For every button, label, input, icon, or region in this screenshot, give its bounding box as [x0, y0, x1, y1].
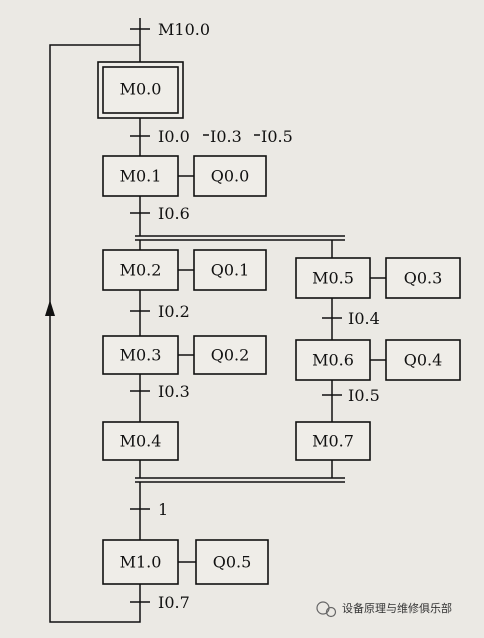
step-label: M0.2	[120, 261, 162, 280]
transition-label-5: I0.4	[348, 309, 380, 328]
step-m0-4: M0.4	[102, 421, 179, 461]
step-label: M0.4	[120, 432, 162, 451]
transition-label-1c: I0.5	[261, 127, 293, 146]
action-label: Q0.1	[211, 261, 250, 280]
transition-label-top: M10.0	[158, 20, 210, 39]
action-label: Q0.3	[404, 269, 443, 288]
return-loop-line	[49, 44, 141, 623]
action-q0-5: Q0.5	[195, 539, 269, 585]
transition-label-1a: I0.0	[158, 127, 190, 146]
step-m0-3: M0.3	[102, 335, 179, 375]
action-q0-3: Q0.3	[385, 257, 461, 299]
action-q0-4: Q0.4	[385, 339, 461, 381]
watermark: 设备原理与维修俱乐部	[316, 601, 452, 618]
step-label: M1.0	[120, 553, 162, 572]
wechat-icon	[316, 601, 330, 615]
initial-step-label: M0.0	[120, 80, 162, 99]
transition-label-3: I0.2	[158, 302, 190, 321]
action-q0-2: Q0.2	[193, 335, 267, 375]
action-label: Q0.2	[211, 346, 250, 365]
step-label: M0.6	[312, 351, 354, 370]
action-label: Q0.5	[213, 553, 252, 572]
step-m0-7: M0.7	[295, 421, 371, 461]
step-m1-0: M1.0	[102, 539, 179, 585]
step-m0-1: M0.1	[102, 155, 179, 197]
transition-label-4: I0.3	[158, 382, 190, 401]
step-m0-5: M0.5	[295, 257, 371, 299]
action-label: Q0.4	[404, 351, 443, 370]
return-arrow-icon	[45, 300, 55, 316]
initial-step-m0-0: M0.0	[97, 61, 184, 119]
action-q0-0: Q0.0	[193, 155, 267, 197]
transition-label-2: I0.6	[158, 204, 190, 223]
transition-label-6: I0.5	[348, 386, 380, 405]
step-label: M0.5	[312, 269, 354, 288]
wechat-icon-bubble	[325, 606, 337, 618]
action-q0-1: Q0.1	[193, 249, 267, 291]
step-m0-6: M0.6	[295, 339, 371, 381]
transition-label-8: I0.7	[158, 593, 190, 612]
watermark-text: 设备原理与维修俱乐部	[342, 601, 452, 615]
step-label: M0.1	[120, 167, 162, 186]
transition-label-1b: I0.3	[210, 127, 242, 146]
step-m0-2: M0.2	[102, 249, 179, 291]
step-label: M0.7	[312, 432, 354, 451]
transition-label-7: 1	[158, 500, 168, 519]
action-label: Q0.0	[211, 167, 250, 186]
step-label: M0.3	[120, 346, 162, 365]
